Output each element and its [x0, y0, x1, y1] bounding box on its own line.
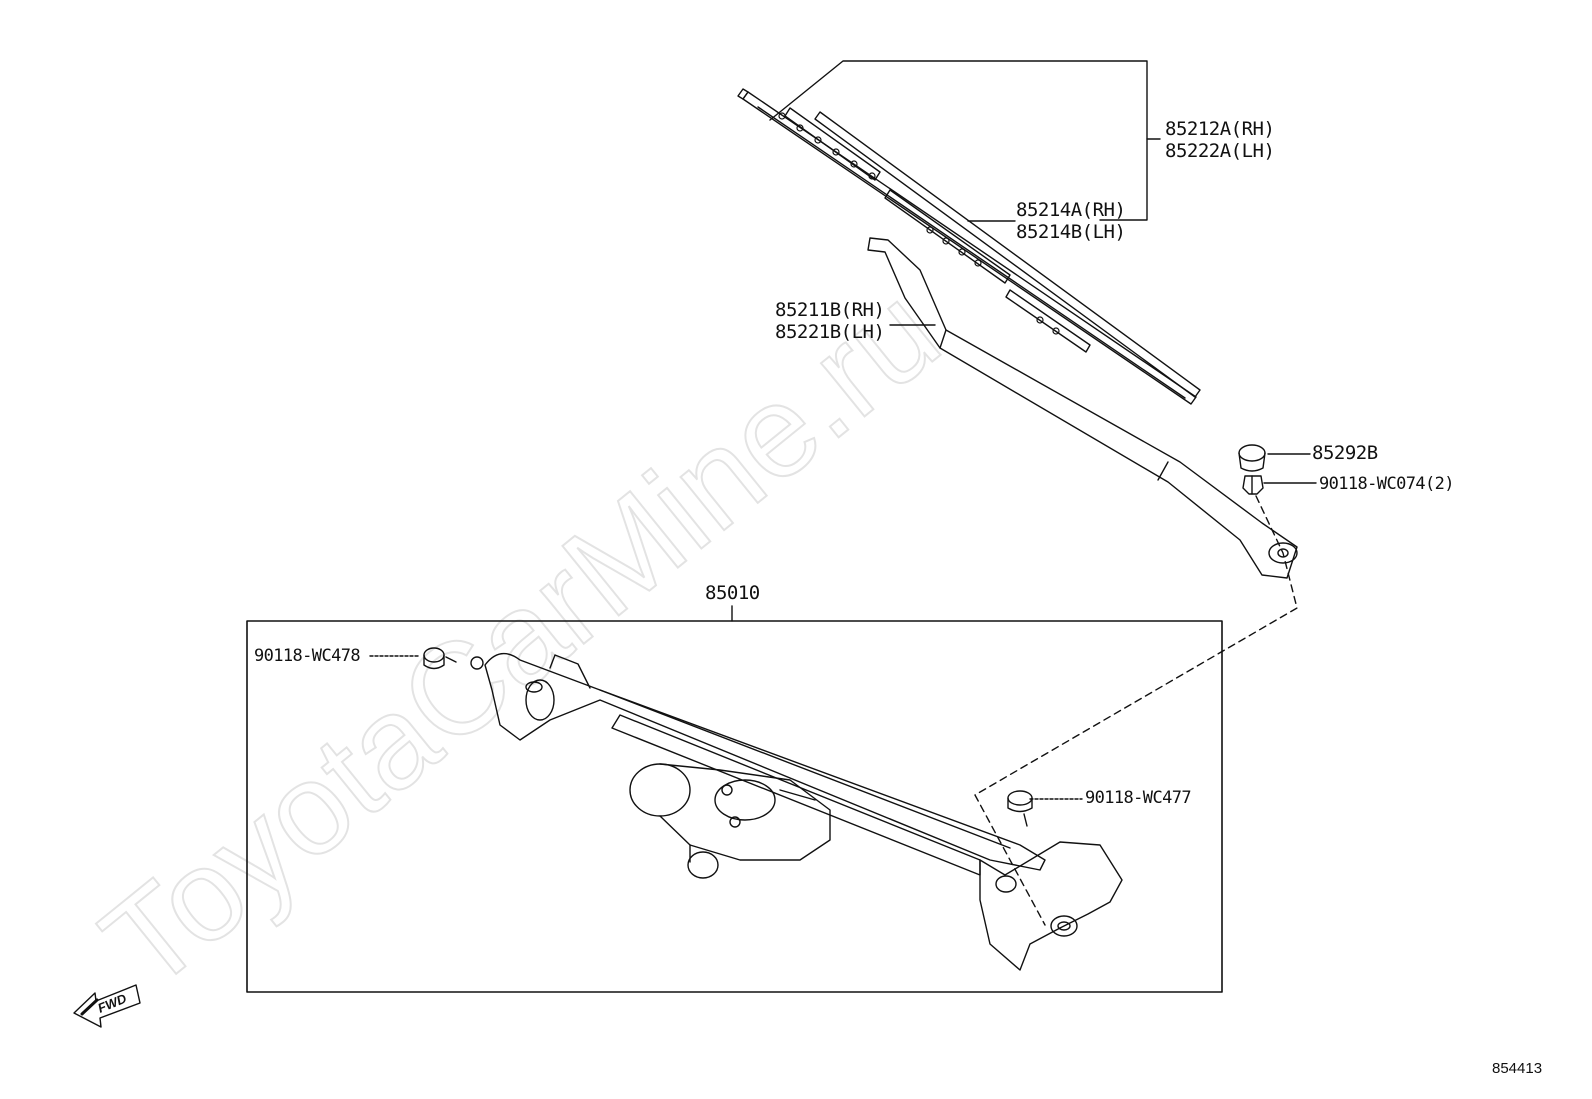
label-arm-cap: 85292B [1312, 442, 1378, 464]
link-assembly-box [246, 620, 1223, 993]
wiper-link-frame [484, 652, 1123, 971]
wiper-blade [737, 88, 1201, 405]
label-wiper-blade-lh: 85222A(LH) [1165, 140, 1275, 162]
label-bolt-left: 90118-WC478 [254, 646, 361, 666]
label-bolt-right: 90118-WC477 [1085, 788, 1192, 808]
fwd-label: FWD [96, 991, 130, 1016]
wiper-arm [867, 237, 1298, 579]
label-wiper-blade-rh: 85212A(RH) [1165, 118, 1275, 140]
bolt-right [1007, 790, 1033, 827]
arm-cap [1238, 444, 1266, 472]
bolt-left [423, 647, 484, 670]
diagram-id: 854413 [1492, 1060, 1543, 1077]
label-link-assembly: 85010 [705, 582, 760, 604]
blade-callout-bracket [769, 60, 1161, 221]
leader-lines [369, 220, 1317, 800]
wiper-motor [629, 763, 831, 879]
label-wiper-arm-lh: 85221B(LH) [775, 321, 885, 343]
label-blade-insert-rh: 85214A(RH) [1016, 199, 1126, 221]
assembly-dashed-line [974, 495, 1298, 926]
arm-nut [1242, 475, 1264, 495]
fwd-arrow [73, 984, 141, 1028]
label-arm-nut: 90118-WC074(2) [1319, 474, 1454, 494]
label-wiper-arm-rh: 85211B(RH) [775, 299, 885, 321]
label-blade-insert-lh: 85214B(LH) [1016, 221, 1126, 243]
